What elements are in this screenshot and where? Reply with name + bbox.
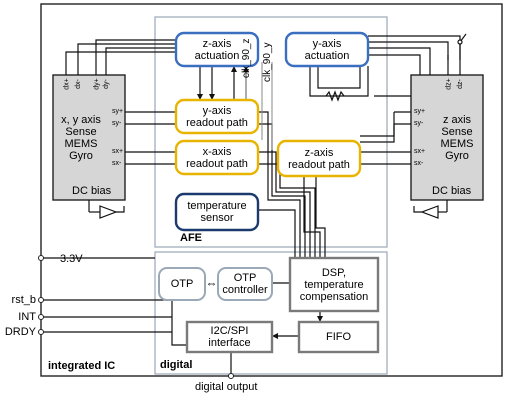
z-axis-readout-line2: readout path <box>288 158 350 171</box>
left-gyro-line1: x, y axis <box>61 114 101 126</box>
right-top-pin-dz-plus: dz+ <box>445 78 453 90</box>
dsp-line3: compensation <box>299 290 369 303</box>
digital-region <box>154 251 388 375</box>
temperature-sensor-label: temperature sensor <box>176 194 258 230</box>
arrowheads <box>197 66 323 339</box>
i2c-spi-block <box>185 320 274 354</box>
left-gyro-body <box>52 74 126 201</box>
left-side-pin-sy-plus: sy+ <box>112 108 124 115</box>
pin-circles <box>38 255 234 379</box>
y-axis-actuation-line2: actuation <box>304 49 350 62</box>
x-axis-readout-block <box>174 139 260 176</box>
x-axis-readout-label: x-axis readout path <box>176 141 258 174</box>
fifo-block <box>297 320 380 354</box>
dsp-label: DSP, temperature compensation <box>290 258 378 311</box>
drdy-label: DRDY <box>4 326 36 338</box>
rst-b-label: rst_b <box>11 294 36 306</box>
otp-block <box>158 267 206 301</box>
z-axis-readout-line1: z-axis <box>304 146 334 159</box>
right-gyro-line4: Gyro <box>445 150 469 162</box>
i2c-spi-line2: interface <box>208 337 251 349</box>
otp-bidirectional-arrow: ⇔ <box>205 276 218 290</box>
left-gyro-line4: Gyro <box>69 150 93 162</box>
otp-controller-line1: OTP <box>233 272 257 284</box>
digital-label: digital <box>160 359 193 371</box>
temperature-sensor-block <box>174 192 260 232</box>
x-axis-readout-line1: x-axis <box>202 145 232 158</box>
otp-label: OTP <box>159 268 205 300</box>
right-gyro-line3: MEMS <box>440 138 474 150</box>
right-side-pin-sx-minus: sx- <box>414 160 424 167</box>
y-axis-readout-label: y-axis readout path <box>176 100 258 133</box>
left-gyro-label: x, y axis Sense MEMS Gyro <box>58 110 104 166</box>
left-top-pin-dx-plus: dx+ <box>63 78 71 90</box>
y-axis-readout-line1: y-axis <box>202 104 232 117</box>
digital-output-label: digital output <box>195 381 258 393</box>
temperature-sensor-line2: sensor <box>200 212 234 224</box>
clk-90-y-label: clk_90_y <box>262 42 273 82</box>
dsp-line2: temperature <box>304 278 364 291</box>
otp-controller-block <box>217 267 273 301</box>
i2c-spi-label: I2C/SPI interface <box>187 322 272 352</box>
z-axis-actuation-block <box>174 31 260 68</box>
right-gyro-label: z axis Sense MEMS Gyro <box>434 110 480 166</box>
y-axis-actuation-block <box>284 31 370 68</box>
dsp-block <box>288 256 380 313</box>
left-side-pin-sy-minus: sy- <box>112 120 122 127</box>
z-axis-actuation-line2: actuation <box>194 49 240 62</box>
right-side-pin-sy-plus: sy+ <box>414 108 426 115</box>
z-axis-actuation-label: z-axis actuation <box>176 33 258 66</box>
right-side-pin-sy-minus: sy- <box>414 120 424 127</box>
integrated-ic-border <box>40 3 503 377</box>
y-axis-actuation-label: y-axis actuation <box>286 33 368 66</box>
left-gyro-line2: Sense <box>65 126 97 138</box>
afe-region <box>154 16 388 248</box>
x-axis-readout-line2: readout path <box>186 157 248 170</box>
right-gyro-line1: z axis <box>442 114 472 126</box>
left-side-pin-sx-plus: sx+ <box>112 148 124 155</box>
y-axis-readout-block <box>174 98 260 135</box>
right-dc-bias-label: DC bias <box>432 185 472 197</box>
left-side-pin-sx-minus: sx- <box>112 160 122 167</box>
fifo-text: FIFO <box>325 331 352 343</box>
afe-label: AFE <box>180 232 202 244</box>
left-top-pin-dy-plus: dy+ <box>93 78 101 90</box>
left-top-pin-dy-minus: dy- <box>102 79 110 89</box>
left-top-pin-dx-minus: dx- <box>74 79 82 89</box>
dsp-line1: DSP, <box>321 266 347 279</box>
int-label: INT <box>18 311 36 323</box>
left-gyro-line3: MEMS <box>64 138 98 150</box>
right-gyro-line2: Sense <box>441 126 473 138</box>
right-side-pin-sx-plus: sx+ <box>414 148 426 155</box>
z-axis-readout-label: z-axis readout path <box>278 141 360 176</box>
y-axis-readout-line2: readout path <box>186 116 248 129</box>
v33-label: 3.3V <box>60 253 83 265</box>
left-dc-bias-label: DC bias <box>72 185 112 197</box>
temperature-sensor-line1: temperature <box>187 200 247 212</box>
otp-text: OTP <box>170 278 194 290</box>
fifo-label: FIFO <box>299 322 378 352</box>
z-axis-readout-block <box>276 139 362 178</box>
clk-90-z-label: clk_90_z <box>241 38 252 78</box>
i2c-spi-line1: I2C/SPI <box>210 325 249 337</box>
otp-controller-label: OTP controller <box>218 268 272 300</box>
wiring <box>41 33 467 376</box>
right-top-pin-dz-minus: dz- <box>456 79 464 89</box>
y-axis-actuation-line1: y-axis <box>312 37 342 50</box>
otp-controller-line2: controller <box>222 284 268 296</box>
integrated-ic-label: integrated IC <box>48 360 116 372</box>
z-axis-actuation-line1: z-axis <box>202 37 232 50</box>
